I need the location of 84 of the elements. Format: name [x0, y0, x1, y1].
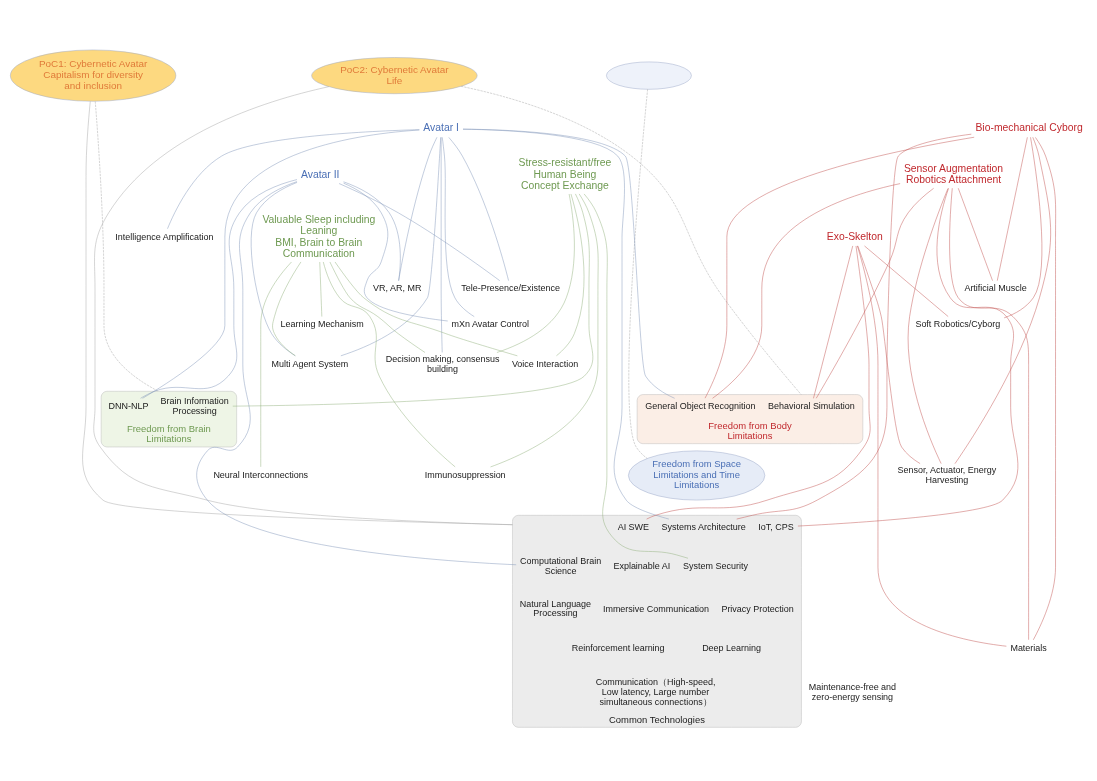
node-text: Explainable AI [613, 560, 671, 571]
node-text: Soft Robotics/Cyborg [915, 319, 1001, 330]
connector [628, 89, 648, 459]
connector [196, 181, 517, 565]
node-text: Intelligence Amplification [115, 231, 214, 242]
node-text: Systems Architecture [661, 521, 746, 532]
node-text: DNN-NLP [108, 401, 149, 412]
connector [95, 101, 159, 392]
connector [857, 245, 921, 464]
connector [704, 137, 975, 399]
node-text: Natural Language Processing [519, 598, 592, 619]
connector [797, 188, 1019, 527]
connector [338, 183, 500, 281]
connector [329, 261, 426, 353]
node-text: Tele-Presence/Existence [461, 283, 560, 294]
connector [462, 128, 675, 399]
connector [343, 182, 448, 322]
connector [583, 193, 689, 559]
connector [232, 193, 594, 407]
node-text: Valuable Sleep including Leaning BMI, Brain to Brain Communication [262, 213, 376, 259]
connector [319, 261, 323, 317]
connector [556, 193, 585, 356]
connector [448, 137, 509, 281]
node-text: Communication（High-speed, Low latency, Large number simultaneous connections） [595, 676, 716, 707]
node-text: Neural Interconnections [213, 469, 309, 480]
node-text: Brain Information Processing [160, 396, 229, 417]
connector [490, 193, 599, 468]
node-text: Stress-resistant/free Human Being Concept Exchange [518, 157, 612, 191]
connector [857, 245, 1007, 647]
connector [323, 261, 456, 468]
node-ellipse: PoC2: Cybernetic Avatar Life [311, 57, 478, 94]
node-text: Materials [1010, 642, 1047, 653]
connector [250, 182, 298, 357]
connector [260, 261, 292, 468]
node-text: AI SWE [617, 521, 650, 532]
node-text: Exo-Skelton [826, 230, 883, 242]
node-text: Avatar I [423, 122, 459, 134]
node-text: Immunosuppression [424, 469, 506, 480]
connector [816, 188, 934, 399]
node-text: Sensor Augmentation Robotics Attachment [903, 162, 1004, 186]
node-text: Computational Brain Science [519, 556, 602, 576]
node-text: Sensor, Actuator, Energy Harvesting [897, 464, 997, 485]
connector [140, 179, 298, 399]
connector [949, 187, 1029, 640]
connector [272, 261, 302, 357]
connector [646, 245, 871, 520]
node-ellipse: Freedom from Space Limitations and Time Limitations [628, 450, 766, 501]
connector [340, 137, 441, 357]
connector [440, 137, 443, 353]
connector [907, 188, 949, 464]
connector [167, 129, 420, 229]
node-text: Reinforcement learning [571, 642, 665, 653]
connector [142, 129, 420, 399]
node-text: Immersive Communication [602, 603, 710, 614]
node-text: Maintenance-free and zero-energy sensing [808, 681, 897, 702]
connector [442, 137, 475, 317]
connector [954, 137, 1051, 464]
connector [864, 245, 949, 317]
node-text: Multi Agent System [271, 358, 349, 369]
node-text: Decision making, consensus building [385, 353, 500, 374]
node-text: Behavioral Simulation [768, 401, 855, 412]
node-text: Deep Learning [702, 642, 761, 653]
connector [334, 261, 518, 357]
connector [1003, 137, 1043, 319]
node-text: Voice Interaction [511, 358, 579, 369]
node-ellipse: PoC1: Cybernetic Avatar Capitalism for diversity and inclusion [10, 49, 177, 102]
connector [712, 183, 901, 399]
node-text: VR, AR, MR [373, 283, 422, 294]
node-text: mXn Avatar Control [451, 319, 530, 330]
node-text: System Security [683, 560, 748, 571]
node-text: Artificial Muscle [964, 283, 1027, 294]
connector [813, 245, 853, 399]
connector [462, 128, 670, 520]
node-ellipse [606, 61, 692, 90]
connector [460, 86, 802, 395]
node-text: General Object Recognition [645, 401, 756, 412]
node-text: Privacy Protection [721, 603, 794, 614]
connector [736, 133, 972, 520]
node-text: IoT, CPS [758, 521, 794, 532]
node-text: Learning Mechanism [280, 319, 364, 330]
node-text: Avatar II [301, 168, 340, 180]
node-text: Bio-mechanical Cyborg [975, 122, 1083, 134]
connector [343, 181, 401, 281]
connector [496, 193, 575, 353]
